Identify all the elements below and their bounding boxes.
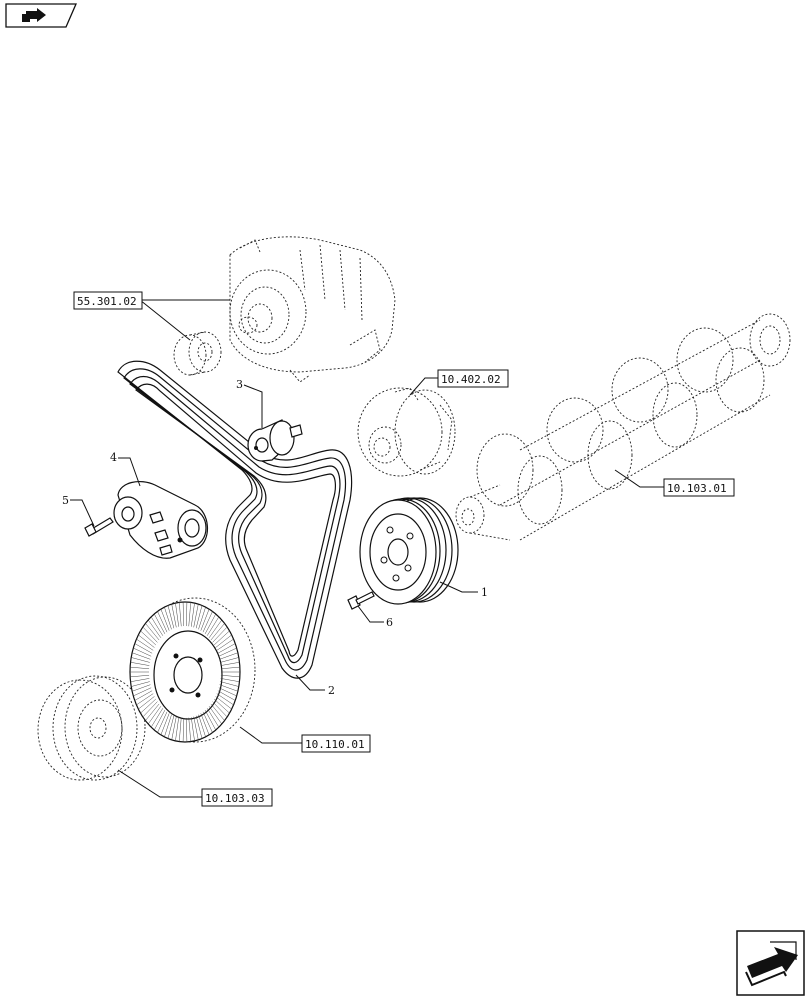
- ref-label-10-103-03: 10.103.03: [205, 792, 265, 805]
- screw-6-drawing: [347, 591, 375, 610]
- alternator-drawing: [229, 236, 396, 383]
- ref-label-10-402-02: 10.402.02: [441, 373, 501, 386]
- pump-drawing: [357, 387, 456, 477]
- screw-5-drawing: [84, 517, 114, 537]
- alternator-pulley-drawing: [173, 331, 222, 376]
- callout-1: 1: [481, 586, 488, 599]
- idler-roller-drawing: [247, 419, 303, 462]
- vibration-damper-drawing: [37, 675, 146, 781]
- leader-lines: [70, 299, 664, 798]
- crankshaft-pulley-1-drawing: [359, 497, 459, 605]
- ref-box-10-110-01[interactable]: 10.110.01: [301, 734, 371, 753]
- crankshaft-drawing: [455, 313, 791, 541]
- callout-4: 4: [110, 451, 117, 464]
- ref-box-10-103-03[interactable]: 10.103.03: [201, 788, 273, 807]
- callout-5: 5: [62, 494, 69, 507]
- ref-label-10-103-01: 10.103.01: [667, 482, 727, 495]
- ref-box-10-402-02[interactable]: 10.402.02: [437, 369, 509, 388]
- ref-box-55-301-02[interactable]: 55.301.02: [73, 291, 143, 310]
- next-page-arrow-icon[interactable]: [736, 930, 805, 996]
- ref-label-10-110-01: 10.110.01: [305, 738, 365, 751]
- callout-3: 3: [236, 378, 243, 391]
- ref-label-55-301-02: 55.301.02: [77, 295, 137, 308]
- callout-6: 6: [386, 616, 393, 629]
- belt-tensioner-drawing: [113, 481, 208, 559]
- ref-box-10-103-01[interactable]: 10.103.01: [663, 478, 735, 497]
- callout-2: 2: [328, 684, 335, 697]
- crankshaft-pulley-drawing: [129, 597, 256, 743]
- back-to-index-icon[interactable]: [5, 3, 77, 28]
